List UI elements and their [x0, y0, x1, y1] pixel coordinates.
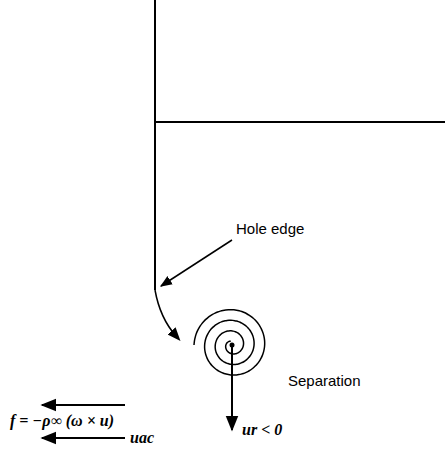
- radial-velocity-arrow: [231, 345, 233, 430]
- hole-wall: [154, 0, 156, 290]
- leader-arrow: [161, 240, 232, 286]
- velocity-arrow: [42, 437, 125, 439]
- force-arrow: [42, 404, 125, 406]
- radial-velocity-label: ur < 0: [242, 420, 282, 439]
- hole-edge-label: Hole edge: [236, 220, 304, 238]
- separation-streamline: [155, 290, 176, 336]
- plate-surface: [155, 121, 445, 123]
- velocity-label: uac: [130, 428, 154, 447]
- vortex-center: [230, 343, 235, 348]
- vortex-arrowhead: [241, 372, 248, 375]
- vortex-spiral: [194, 310, 265, 375]
- separation-label: Separation: [288, 372, 361, 390]
- force-label: f = −ρ∞ (ω × u): [10, 411, 114, 430]
